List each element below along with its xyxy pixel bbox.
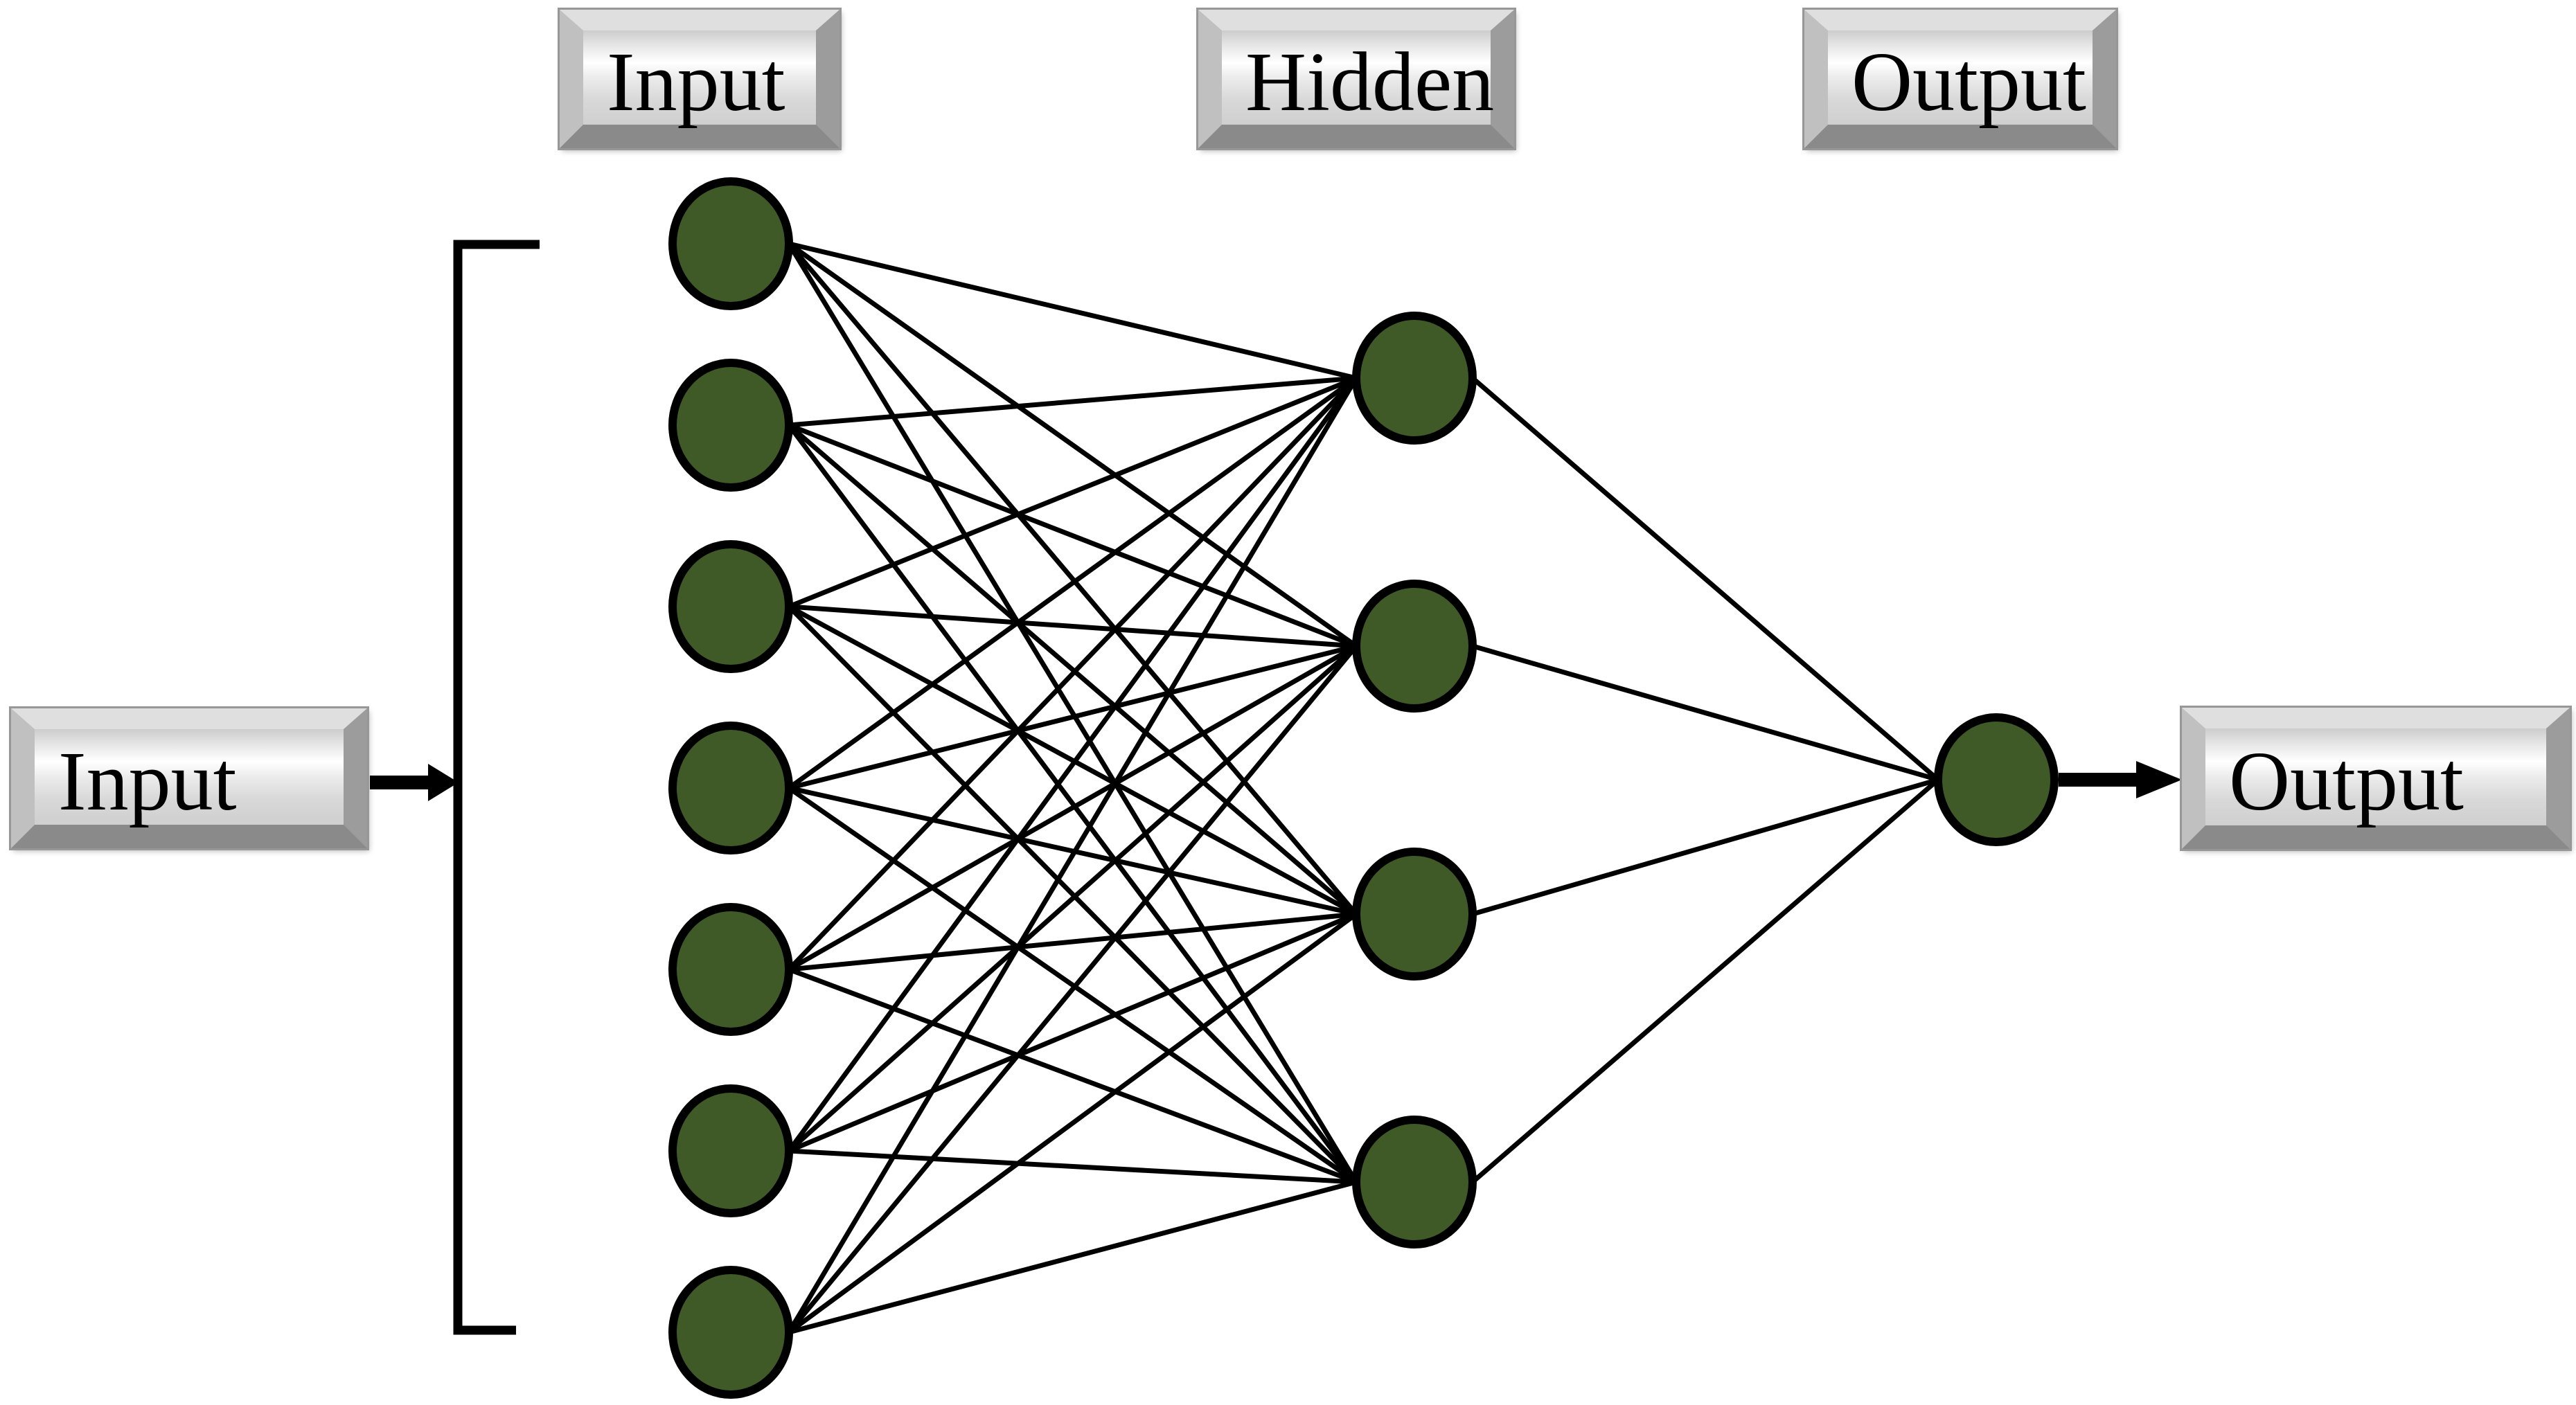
connection-hidden2-output1 (1472, 643, 1939, 782)
right-output-button[interactable]: Output (2182, 708, 2570, 849)
connection-input7-hidden4 (788, 1179, 1357, 1335)
connection-input3-hidden4 (787, 605, 1358, 1184)
left-input-button[interactable]: Input (11, 708, 367, 848)
connection-input4-hidden1 (787, 376, 1358, 790)
connection-input1-hidden2 (787, 242, 1358, 648)
hidden-neuron-3 (1352, 848, 1477, 981)
top-hidden-layer-button[interactable]: Hidden (1198, 10, 1514, 148)
connection-input2-hidden3 (787, 423, 1358, 916)
connection-hidden3-output1 (1472, 777, 1939, 917)
input-neuron-7 (668, 1266, 793, 1399)
connection-hidden1-output1 (1471, 376, 1940, 782)
connection-input7-hidden3 (787, 912, 1358, 1334)
input-neuron-2 (668, 359, 793, 492)
input-neuron-3 (668, 540, 793, 673)
connection-input5-hidden2 (788, 643, 1358, 972)
connection-input5-hidden1 (787, 376, 1358, 972)
connection-input3-hidden3 (788, 604, 1358, 917)
connection-input2-hidden2 (788, 422, 1358, 649)
top-hidden-layer-button-label: Hidden (1245, 35, 1495, 129)
connection-input7-hidden2 (787, 644, 1358, 1334)
connection-input3-hidden1 (788, 375, 1358, 609)
input-neuron-1 (668, 177, 793, 310)
connection-input5-hidden4 (788, 967, 1358, 1185)
top-output-layer-button-label: Output (1851, 35, 2086, 129)
connection-input6-hidden4 (788, 1148, 1357, 1185)
connection-input4-hidden2 (788, 643, 1357, 791)
connection-input6-hidden3 (788, 911, 1358, 1154)
input-group-bracket (453, 240, 540, 1335)
right-output-button-label: Output (2229, 735, 2464, 828)
connection-input6-hidden2 (787, 644, 1358, 1153)
output-neuron-1 (1934, 713, 2059, 846)
output-arrow-head (2136, 761, 2182, 798)
hidden-neuron-2 (1352, 580, 1477, 713)
connection-input3-hidden2 (788, 604, 1357, 649)
hidden-neuron-1 (1352, 312, 1477, 445)
input-neuron-4 (668, 722, 793, 854)
input-neuron-6 (668, 1084, 793, 1217)
connection-input1-hidden1 (788, 241, 1357, 381)
connection-input6-hidden1 (787, 376, 1358, 1153)
connection-hidden4-output1 (1471, 778, 1940, 1184)
hidden-neuron-4 (1352, 1116, 1477, 1249)
connection-input4-hidden4 (788, 786, 1358, 1184)
connection-input2-hidden1 (788, 375, 1357, 428)
top-input-layer-button-label: Input (607, 35, 785, 129)
top-input-layer-button[interactable]: Input (560, 10, 840, 148)
connection-input1-hidden3 (787, 242, 1358, 916)
left-input-button-label: Input (58, 735, 237, 828)
connection-input1-hidden4 (787, 242, 1358, 1183)
input-arrow-head (428, 764, 459, 801)
connection-input5-hidden3 (788, 911, 1357, 972)
input-neuron-5 (668, 903, 793, 1036)
connection-input7-hidden1 (786, 377, 1359, 1334)
connection-input2-hidden4 (787, 423, 1358, 1184)
top-output-layer-button[interactable]: Output (1804, 10, 2116, 148)
